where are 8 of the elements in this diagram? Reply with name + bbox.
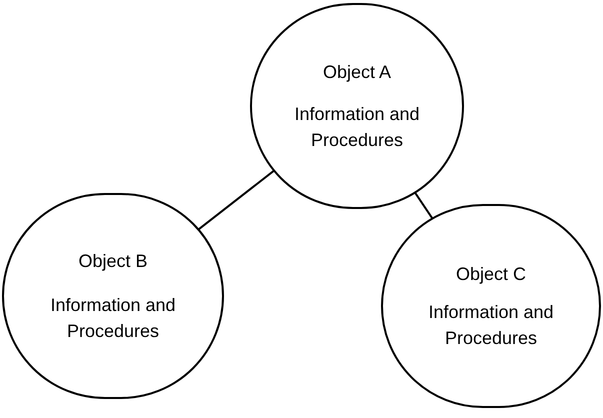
object-description: Information and Procedures [49, 294, 177, 343]
object-title: Object A [322, 61, 392, 84]
object-title: Object C [454, 263, 528, 286]
object-description: Information and Procedures [293, 103, 421, 152]
object-title: Object B [77, 250, 149, 273]
connector-line [197, 170, 274, 231]
connector-line [414, 192, 434, 220]
object-description: Information and Procedures [427, 301, 555, 350]
